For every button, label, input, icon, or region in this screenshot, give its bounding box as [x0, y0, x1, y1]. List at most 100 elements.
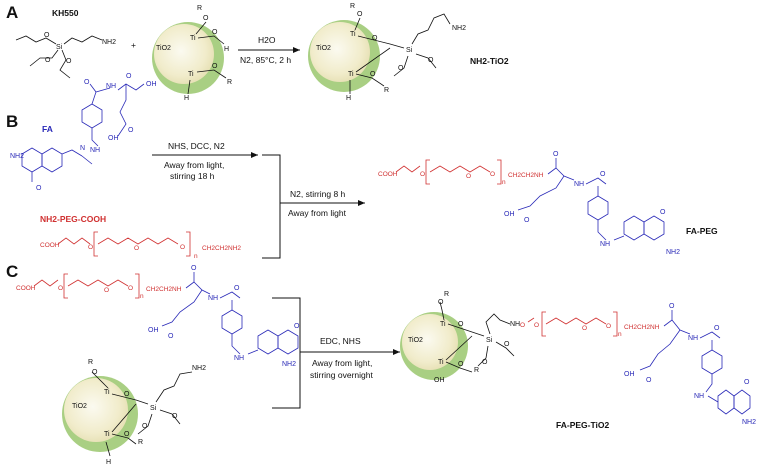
o-atom: O [234, 285, 240, 292]
o-atom: O [134, 245, 139, 252]
peg-end-group: CH2CH2NH2 [202, 245, 241, 252]
panel-b-label: B [6, 112, 18, 131]
o-atom: O [104, 287, 109, 294]
si-atom: Si [150, 405, 157, 412]
h-atom: H [106, 459, 111, 466]
nh2-peg-cooh-structure: COOH O O O n CH2CH2NH2 [40, 231, 241, 260]
fa-peg-tio2-structure: TiO2 Ti Ti O R O Si NH O O O R OH O O O … [400, 291, 756, 426]
cooh-group: COOH [378, 171, 398, 178]
r-group: R [227, 79, 232, 86]
peg-chain: CH2CH2NH [508, 172, 544, 179]
condition-b1-1: NHS, DCC, N2 [168, 141, 225, 151]
r-group: R [444, 291, 449, 298]
o-atom: O [212, 63, 218, 70]
o-atom: O [600, 171, 606, 178]
fa-label: FA [42, 124, 53, 134]
o-atom: O [553, 151, 559, 158]
o-atom: O [438, 299, 444, 306]
nh2-group: NH2 [192, 365, 206, 372]
ti-atom: Ti [188, 71, 194, 78]
h-atom: H [224, 46, 229, 53]
o-atom: O [490, 171, 495, 178]
o-atom: O [370, 71, 376, 78]
nh2-tio2-structure: TiO2 Ti Ti O R O Si NH2 O O O R H [308, 3, 466, 102]
nh-group: NH [90, 147, 100, 154]
n-index: n [140, 293, 144, 300]
tio2-label: TiO2 [72, 403, 87, 410]
o-atom: O [458, 361, 464, 368]
nh-group: NH [600, 241, 610, 248]
nh-group: NH [234, 355, 244, 362]
condition-a-2: N2, 85°C, 2 h [240, 55, 291, 65]
folic-acid-structure: NH2 O N NH O NH OH O OH O [10, 73, 157, 192]
nh-group: NH [694, 393, 704, 400]
o-atom: O [124, 431, 130, 438]
tio2-label: TiO2 [316, 45, 331, 52]
o-atom: O [606, 323, 611, 330]
ti-atom: Ti [104, 389, 110, 396]
oh-group: OH [434, 377, 445, 384]
fa-peg-structure: COOH O O O n CH2CH2NH O NH O OH O NH O N… [378, 151, 680, 256]
o-atom: O [92, 369, 98, 376]
o-atom: O [36, 185, 42, 192]
bracket-b [262, 154, 281, 259]
oh-group: OH [146, 81, 157, 88]
panel-c-label: C [6, 262, 18, 281]
panel-a-label: A [6, 3, 18, 22]
nh-group: NH [208, 295, 218, 302]
o-atom: O [124, 391, 130, 398]
peg-chain: CH2CH2NH [146, 286, 182, 293]
nh-group: NH [574, 181, 584, 188]
r-group: R [88, 359, 93, 366]
nh2-tio2-label: NH2-TiO2 [470, 56, 509, 66]
condition-c-3: stirring overnight [310, 370, 373, 380]
n-index: n [194, 253, 198, 260]
o-atom: O [58, 285, 63, 292]
cooh-group: COOH [40, 242, 60, 249]
fa-peg-tio2-label: FA-PEG-TiO2 [556, 420, 609, 430]
o-atom: O [45, 57, 51, 64]
o-atom: O [44, 32, 50, 39]
nh2-group: NH2 [102, 39, 116, 46]
o-atom: O [428, 57, 434, 64]
nh2-group: NH2 [452, 25, 466, 32]
ti-atom: Ti [190, 35, 196, 42]
nh2-group: NH2 [742, 419, 756, 426]
o-atom: O [142, 423, 148, 430]
condition-b2-1: N2, stirring 8 h [290, 189, 346, 199]
o-atom: O [582, 325, 587, 332]
r-group: R [197, 5, 202, 12]
o-atom: O [357, 11, 363, 18]
condition-b2-2: Away from light [288, 208, 347, 218]
o-atom: O [714, 325, 720, 332]
ti-atom: Ti [104, 431, 110, 438]
n-index: n [502, 179, 506, 186]
nh2-peg-cooh-label: NH2-PEG-COOH [40, 214, 106, 224]
si-atom: Si [486, 337, 493, 344]
o-atom: O [128, 127, 134, 134]
o-atom: O [180, 244, 185, 251]
fa-peg-reactant: COOH O O O n CH2CH2NH O NH O OH O NH O N… [16, 265, 300, 368]
o-atom: O [534, 322, 539, 329]
o-atom: O [482, 359, 488, 366]
kh550-structure: Si O NH2 O O [15, 32, 116, 79]
nh2-tio2-reactant: TiO2 Ti Ti O R O Si NH2 O O O R H [62, 359, 206, 466]
o-atom: O [88, 244, 93, 251]
r-group: R [474, 367, 479, 374]
si-atom: Si [56, 44, 63, 51]
o-atom: O [212, 29, 218, 36]
oh-group: OH [504, 211, 515, 218]
o-atom: O [172, 413, 178, 420]
ti-atom: Ti [440, 321, 446, 328]
nh2-group: NH2 [282, 361, 296, 368]
oh-group: OH [148, 327, 159, 334]
o-atom: O [372, 35, 378, 42]
o-atom: O [294, 323, 300, 330]
r-group: R [384, 87, 389, 94]
n-atom: N [80, 145, 85, 152]
o-atom: O [191, 265, 197, 272]
bracket-c [272, 297, 301, 409]
plus-sign: + [131, 40, 136, 50]
r-group: R [350, 3, 355, 10]
o-atom: O [660, 209, 666, 216]
